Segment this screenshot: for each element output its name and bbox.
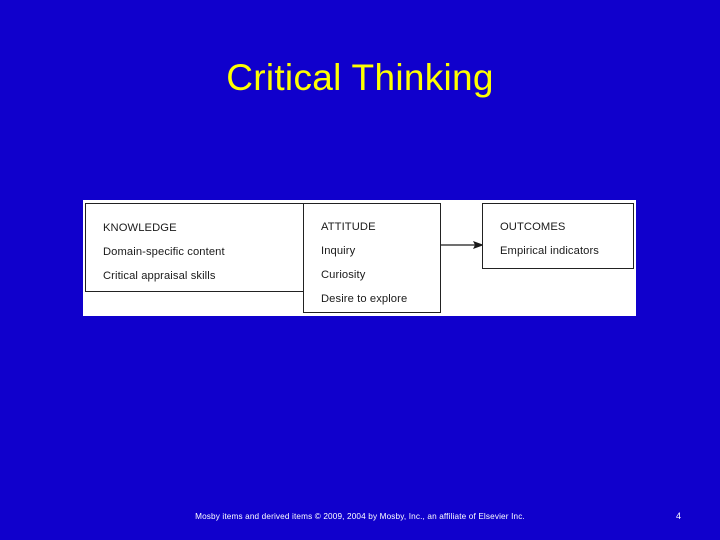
box-knowledge-line-1: Domain-specific content <box>103 246 225 258</box>
diagram-box-outcomes: OUTCOMES Empirical indicators <box>482 203 634 269</box>
box-outcomes-heading: OUTCOMES <box>500 221 566 233</box>
page-number: 4 <box>676 511 682 521</box>
critical-thinking-diagram: KNOWLEDGE Domain-specific content Critic… <box>83 200 636 316</box>
diagram-box-attitude: ATTITUDE Inquiry Curiosity Desire to exp… <box>303 203 441 313</box>
box-knowledge-line-2: Critical appraisal skills <box>103 270 216 282</box>
box-attitude-line-3: Desire to explore <box>321 293 408 305</box>
box-attitude-line-2: Curiosity <box>321 269 366 281</box>
box-outcomes-line-1: Empirical indicators <box>500 245 599 257</box>
box-knowledge-heading: KNOWLEDGE <box>103 222 177 234</box>
box-attitude-heading: ATTITUDE <box>321 221 376 233</box>
footer-copyright: Mosby items and derived items © 2009, 20… <box>195 512 525 521</box>
page-title: Critical Thinking <box>226 57 494 98</box>
box-attitude-line-1: Inquiry <box>321 245 356 257</box>
arrow-attitude-to-outcomes <box>440 238 484 250</box>
